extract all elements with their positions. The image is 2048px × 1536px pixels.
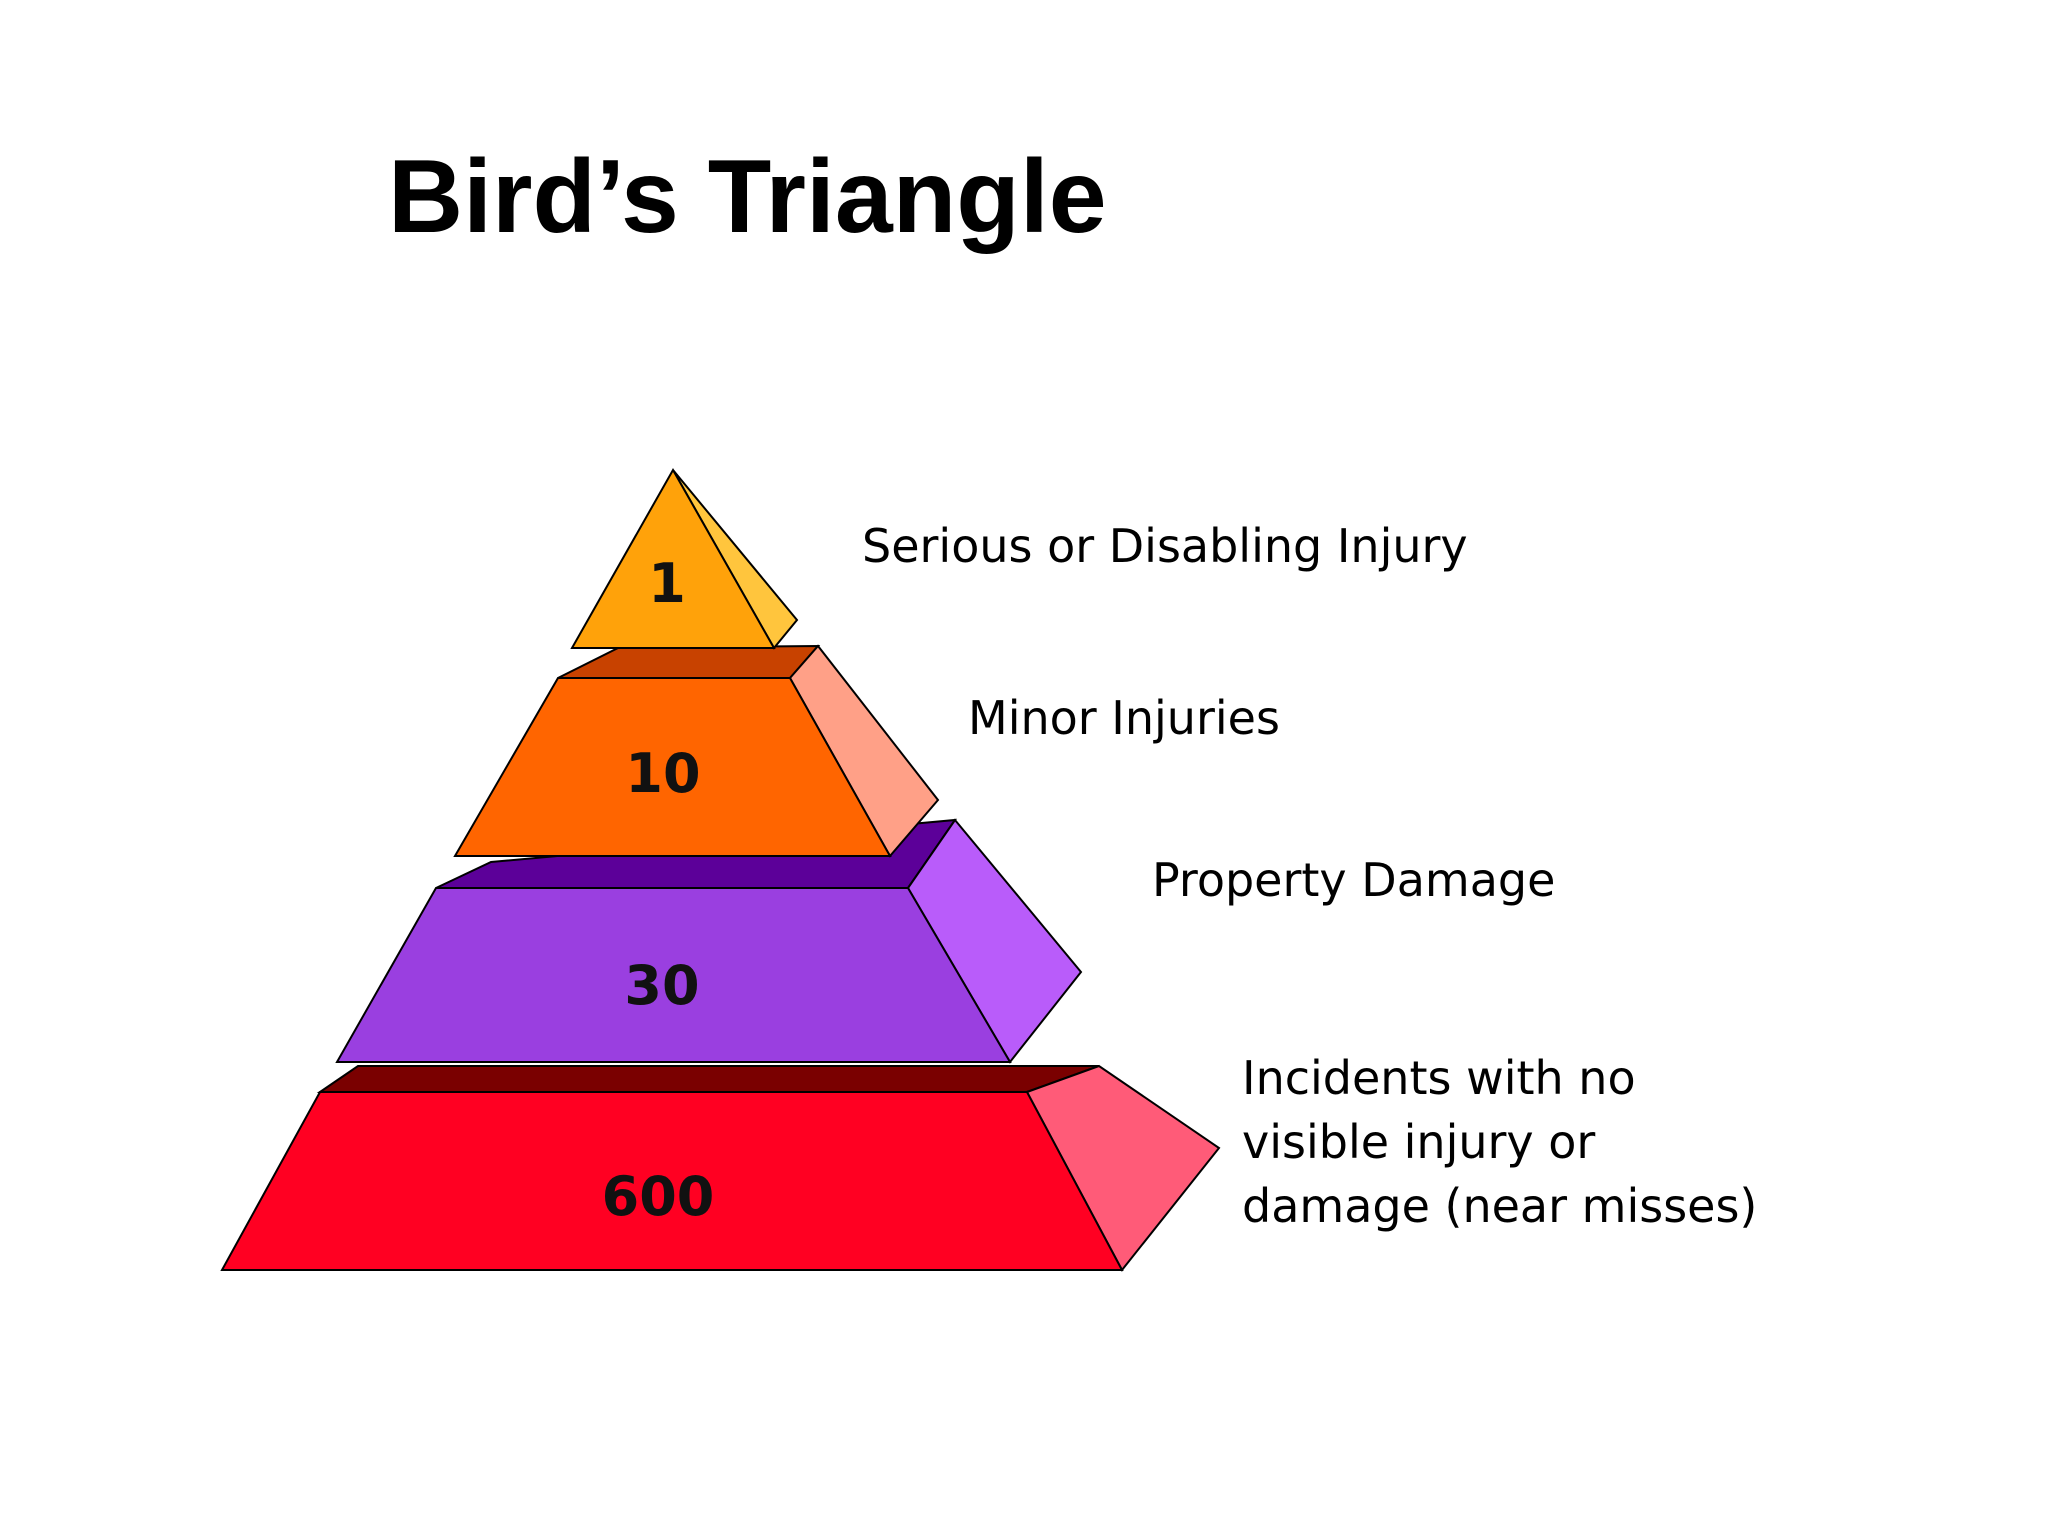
tier-minor-injuries-top-face [557, 644, 821, 679]
tier-property-damage-label: Property Damage [1152, 853, 1556, 907]
tier-property-damage: 30 [335, 818, 1083, 1064]
tier-near-misses-front-face [220, 1091, 1124, 1271]
tier-serious-injury: 1 [570, 467, 799, 650]
tier-minor-injuries-count: 10 [625, 742, 700, 805]
tier-serious-injury-label: Serious or Disabling Injury [862, 519, 1468, 573]
tier-serious-injury-front-face [570, 467, 776, 649]
tier-minor-injuries-front-face [453, 677, 892, 857]
tier-near-misses: 600 [220, 1064, 1221, 1272]
tier-property-damage-count: 30 [624, 954, 699, 1017]
tier-minor-injuries-label: Minor Injuries [968, 691, 1280, 745]
tier-near-misses-count: 600 [602, 1165, 715, 1228]
tier-near-misses-label: Incidents with no visible injury or dama… [1242, 1051, 1758, 1233]
tier-serious-injury-count: 1 [648, 552, 686, 615]
tier-near-misses-top-face [316, 1065, 1100, 1093]
slide-title: Bird’s Triangle [388, 139, 1107, 255]
tier-minor-injuries: 10 [453, 644, 940, 858]
tier-property-damage-front-face [335, 887, 1012, 1063]
